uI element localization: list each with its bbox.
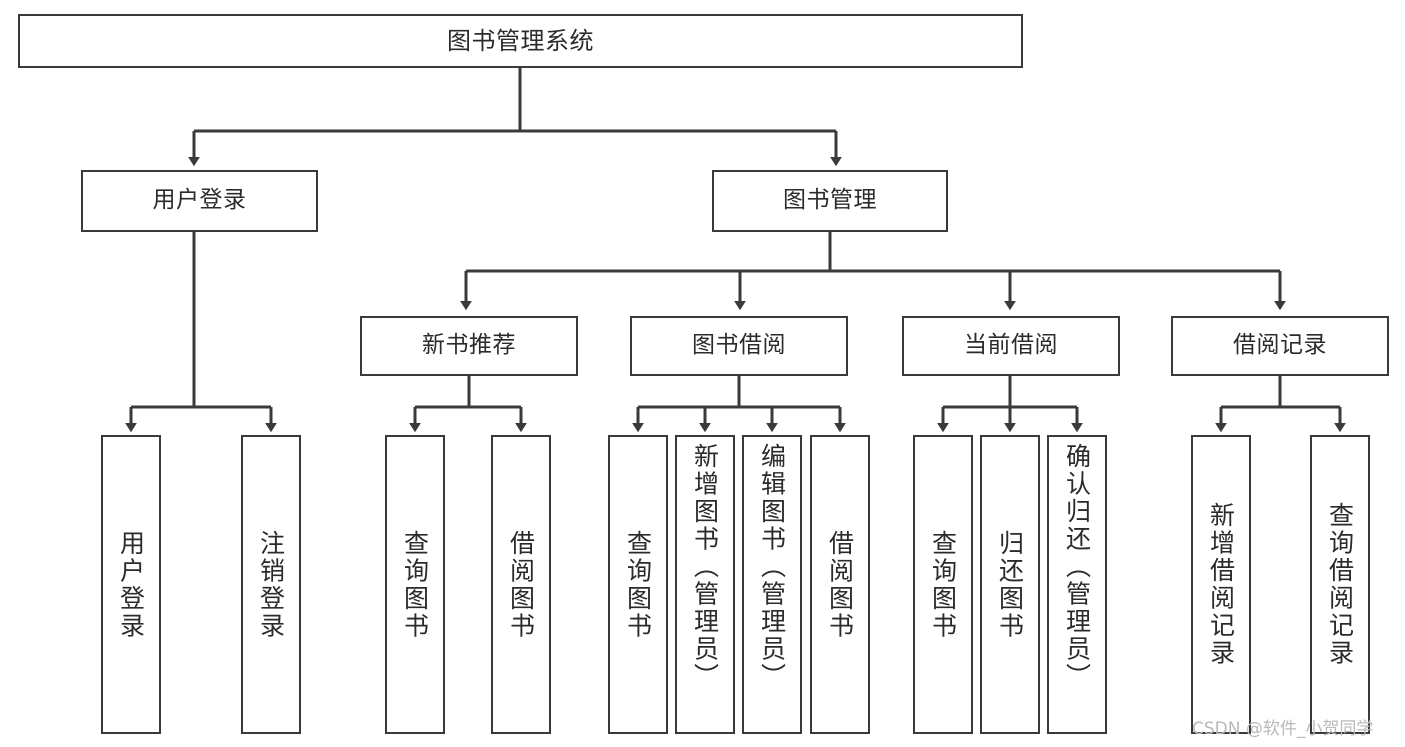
leaf-borrow-book-recommend[interactable]: 借阅图书: [491, 435, 551, 734]
node-label: 借阅图书: [506, 529, 536, 640]
node-label: 借阅图书: [825, 529, 855, 640]
node-book-management[interactable]: 图书管理: [712, 170, 948, 232]
node-borrow-record[interactable]: 借阅记录: [1171, 316, 1389, 376]
node-label: 图书管理系统: [447, 26, 594, 55]
node-label: 借阅记录: [1233, 332, 1327, 359]
node-new-book-recommend[interactable]: 新书推荐: [360, 316, 578, 376]
leaf-user-logout[interactable]: 注销登录: [241, 435, 301, 734]
node-user-login[interactable]: 用户登录: [81, 170, 318, 232]
leaf-query-book-current[interactable]: 查询图书: [913, 435, 973, 734]
node-root[interactable]: 图书管理系统: [18, 14, 1023, 68]
leaf-borrow-book[interactable]: 借阅图书: [810, 435, 870, 734]
leaf-add-borrow-record[interactable]: 新增借阅记录: [1191, 435, 1251, 734]
leaf-query-book-recommend[interactable]: 查询图书: [385, 435, 445, 734]
node-label: 新书推荐: [422, 332, 516, 359]
node-label: 查询图书: [623, 529, 653, 640]
node-label: 用户登录: [152, 187, 247, 214]
node-label: 用户登录: [116, 529, 146, 640]
node-label: 图书管理: [783, 187, 877, 214]
node-label: 注销登录: [256, 529, 286, 640]
node-label: 归还图书: [995, 529, 1025, 640]
node-book-borrow[interactable]: 图书借阅: [630, 316, 848, 376]
leaf-query-book-borrow[interactable]: 查询图书: [608, 435, 668, 734]
leaf-user-login[interactable]: 用户登录: [101, 435, 161, 734]
node-label: 当前借阅: [964, 332, 1058, 359]
node-current-borrow[interactable]: 当前借阅: [902, 316, 1120, 376]
leaf-add-book-admin[interactable]: 新增图书（管理员）: [675, 435, 735, 734]
leaf-return-book[interactable]: 归还图书: [980, 435, 1040, 734]
node-label: 查询图书: [400, 529, 430, 640]
leaf-edit-book-admin[interactable]: 编辑图书（管理员）: [742, 435, 802, 734]
node-label: 查询借阅记录: [1325, 502, 1355, 667]
node-label: 新增借阅记录: [1206, 502, 1236, 667]
node-label: 图书借阅: [692, 332, 786, 359]
node-label: 新增图书（管理员）: [690, 443, 720, 691]
node-label: 确认归还（管理员）: [1062, 443, 1092, 691]
watermark: CSDN @软件_小贺同学: [1192, 719, 1374, 739]
node-label: 编辑图书（管理员）: [757, 443, 787, 691]
leaf-confirm-return-admin[interactable]: 确认归还（管理员）: [1047, 435, 1107, 734]
leaf-query-borrow-record[interactable]: 查询借阅记录: [1310, 435, 1370, 734]
node-label: 查询图书: [928, 529, 958, 640]
